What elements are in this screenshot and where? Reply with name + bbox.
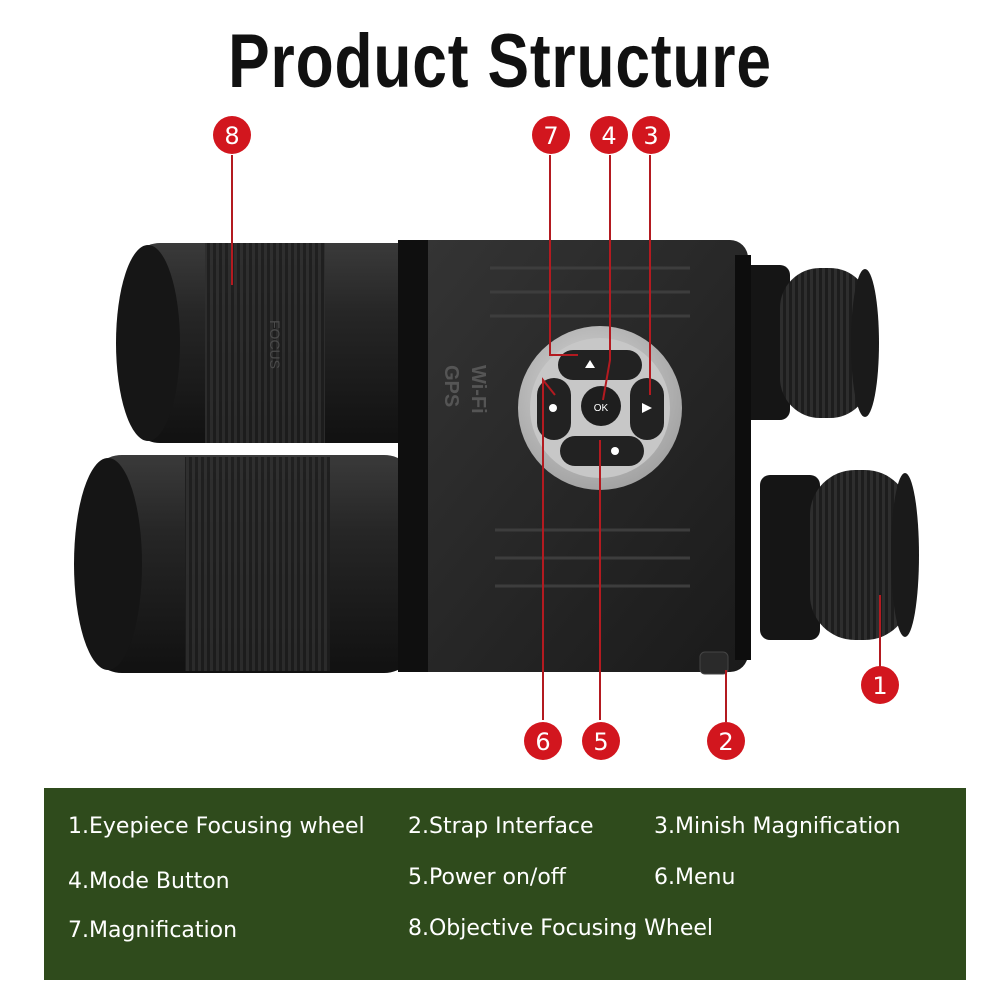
- marker-5: 5: [582, 722, 620, 760]
- upper-objective-barrel: FOCUS: [116, 243, 450, 443]
- menu-button[interactable]: [537, 378, 571, 440]
- svg-text:2: 2: [718, 728, 733, 756]
- svg-text:1: 1: [872, 672, 887, 700]
- strap-interface[interactable]: [699, 651, 729, 675]
- objective-focus-ribs-lower: [185, 457, 330, 671]
- objective-focus-ribs-upper: [205, 243, 325, 443]
- callout-lines: [231, 155, 881, 722]
- wifi-label: Wi-Fi: [467, 365, 489, 414]
- magnification-button[interactable]: [558, 350, 642, 380]
- control-panel: OK: [518, 326, 682, 490]
- mode-button[interactable]: OK: [581, 386, 621, 426]
- svg-text:5: 5: [593, 728, 608, 756]
- marker-6: 6: [524, 722, 562, 760]
- legend-panel: 1.Eyepiece Focusing wheel 2.Strap Interf…: [44, 788, 966, 980]
- svg-text:6: 6: [535, 728, 550, 756]
- legend-item-2: 2.Strap Interface: [408, 814, 594, 839]
- legend-item-3: 3.Minish Magnification: [654, 814, 901, 839]
- svg-text:8: 8: [224, 122, 239, 150]
- legend-item-1: 1.Eyepiece Focusing wheel: [68, 814, 365, 839]
- page-title: Product Structure: [228, 19, 772, 104]
- eyepiece-focusing-wheel: [810, 470, 910, 640]
- product-photo: FOCUS GPS Wi-Fi: [74, 116, 919, 760]
- lower-objective-barrel: [74, 455, 418, 673]
- lower-eyepiece: [760, 470, 919, 640]
- svg-text:7: 7: [543, 122, 558, 150]
- legend-item-4: 4.Mode Button: [68, 869, 230, 894]
- marker-1: 1: [861, 666, 899, 704]
- marker-4: 4: [590, 116, 628, 154]
- marker-3: 3: [632, 116, 670, 154]
- svg-text:3: 3: [643, 122, 658, 150]
- legend-item-6: 6.Menu: [654, 865, 736, 890]
- minish-magnification-button[interactable]: [630, 378, 664, 440]
- svg-text:4: 4: [601, 122, 616, 150]
- marker-8: 8: [213, 116, 251, 154]
- legend-item-8: 8.Objective Focusing Wheel: [408, 916, 714, 941]
- power-button[interactable]: [560, 436, 644, 466]
- upper-eyepiece: [735, 265, 879, 420]
- marker-2: 2: [707, 722, 745, 760]
- marker-7: 7: [532, 116, 570, 154]
- ok-label: OK: [594, 403, 609, 414]
- focus-engraving: FOCUS: [267, 320, 283, 369]
- gps-label: GPS: [440, 365, 462, 407]
- legend-item-5: 5.Power on/off: [408, 865, 566, 890]
- legend-item-7: 7.Magnification: [68, 918, 238, 943]
